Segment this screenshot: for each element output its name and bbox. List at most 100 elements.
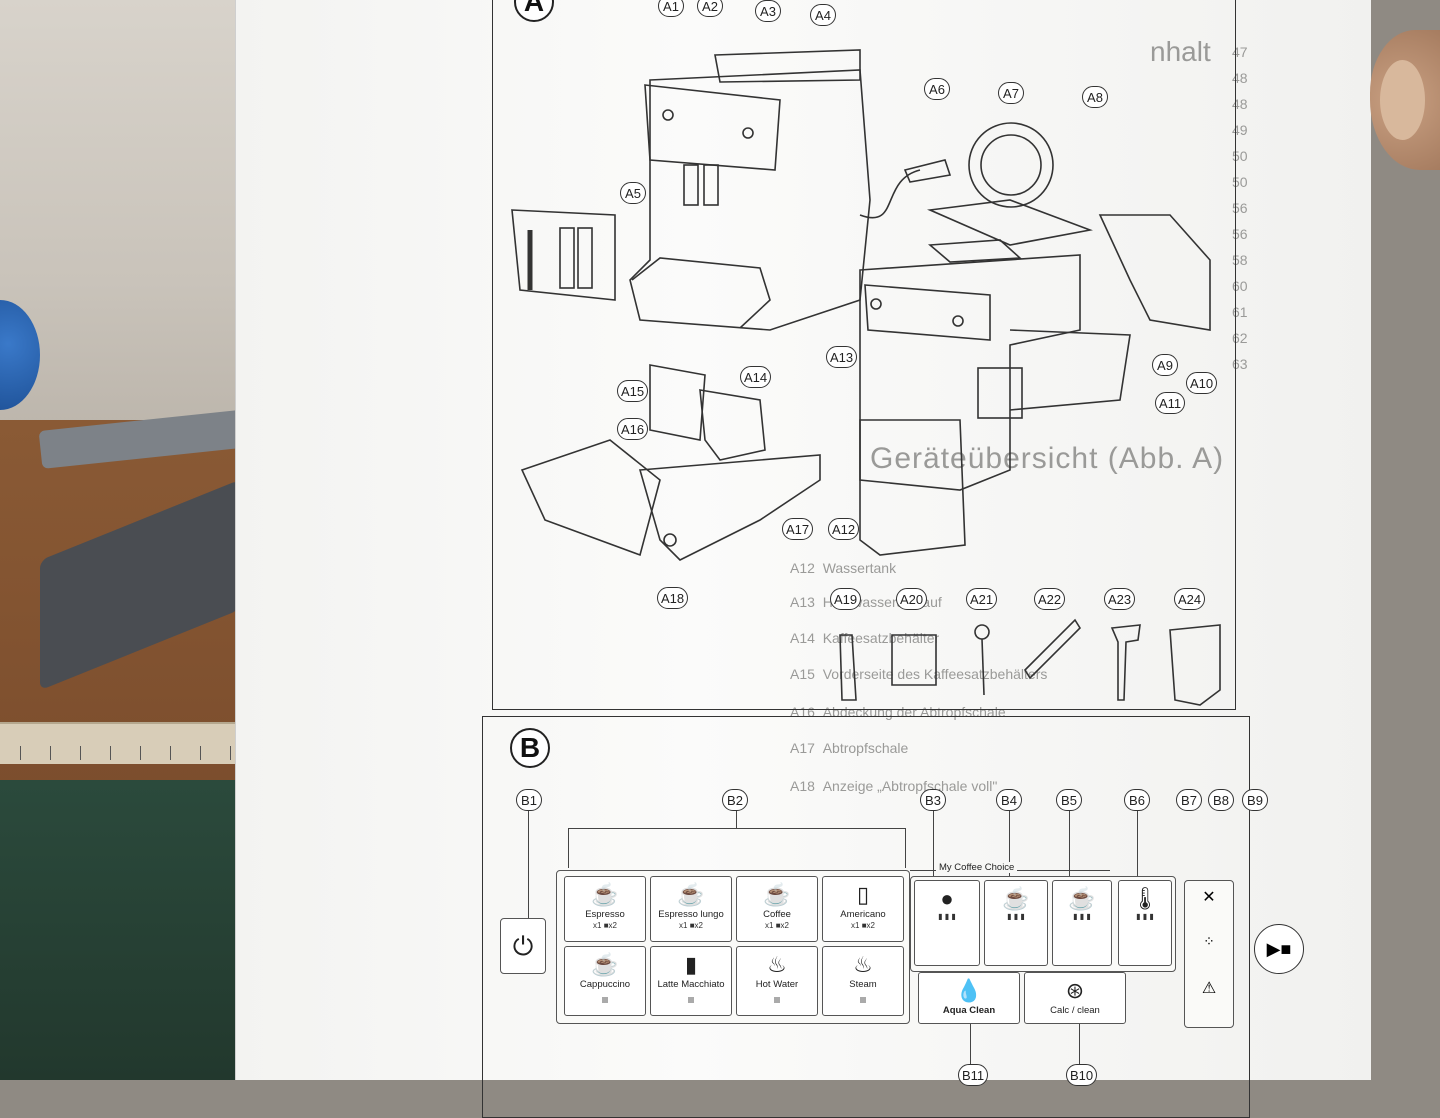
callout-a8: A8 <box>1082 86 1108 108</box>
b2-bracket <box>568 828 906 829</box>
callout-a3: A3 <box>755 0 781 22</box>
hot-water-icon: ♨ <box>767 952 787 977</box>
callout-b9: B9 <box>1242 789 1268 811</box>
latte-glass-icon: ▮ <box>684 952 698 977</box>
hot-water-button[interactable]: ♨ Hot Water <box>736 946 818 1016</box>
figure-a-frame <box>492 0 1236 710</box>
b10-leader <box>1079 1024 1080 1064</box>
b1-leader <box>528 811 529 918</box>
callout-a20: A20 <box>896 588 928 610</box>
mug-icon: ▯ <box>856 882 870 907</box>
callout-a19: A19 <box>830 588 862 610</box>
thermometer-icon: 🌡 <box>1131 886 1159 911</box>
callout-a18: A18 <box>657 587 689 609</box>
callout-a24: A24 <box>1174 588 1206 610</box>
power-button[interactable]: ⏻ <box>500 918 546 974</box>
callout-a17: A17 <box>782 518 814 540</box>
ghost-row: A17 Abtropfschale <box>790 740 909 756</box>
bean-icon: ● <box>940 886 954 911</box>
ghost-heading: Geräteübersicht (Abb. A) <box>870 442 1225 475</box>
callout-a9: A9 <box>1152 354 1178 376</box>
desk-mat <box>0 780 260 1080</box>
calc-clean-button[interactable]: ⊛ Calc / clean <box>1024 972 1126 1024</box>
b3-leader <box>933 811 934 881</box>
b2-bracket-right <box>905 828 906 868</box>
b5-leader <box>1069 811 1070 881</box>
callout-a2: A2 <box>697 0 723 17</box>
thumbnail <box>1380 60 1425 140</box>
callout-a21: A21 <box>966 588 998 610</box>
coffee-cup-icon: ☕ <box>763 882 791 907</box>
indicator-light <box>860 997 866 1003</box>
indicator-light <box>774 997 780 1003</box>
callout-a14: A14 <box>740 366 772 388</box>
milk-quantity-button[interactable]: ☕ ▮ ▮ ▮ <box>1052 880 1112 966</box>
calc-clean-icon: ⊛ <box>1065 978 1085 1003</box>
callout-a22: A22 <box>1034 588 1066 610</box>
callout-a12: A12 <box>828 518 860 540</box>
my-coffee-choice-label: My Coffee Choice <box>936 862 1018 873</box>
coffee-cup-icon: ☕ <box>677 882 705 907</box>
indicator-light <box>602 997 608 1003</box>
callout-b4: B4 <box>996 789 1022 811</box>
cappuccino-icon: ☕ <box>591 952 619 977</box>
espresso-lungo-button[interactable]: ☕ Espresso lungo x1 ■x2 <box>650 876 732 942</box>
wall-background <box>0 0 260 470</box>
ghost-row: A12 Wassertank <box>790 560 897 576</box>
status-indicators: ✕ ⁘ ⚠ <box>1184 880 1234 1028</box>
callout-a16: A16 <box>617 418 649 440</box>
callout-a10: A10 <box>1186 372 1218 394</box>
callout-a7: A7 <box>998 82 1024 104</box>
b2-leader <box>736 811 737 829</box>
cappuccino-icon: ☕ <box>1068 886 1096 911</box>
power-icon: ⏻ <box>512 931 534 961</box>
callout-b2: B2 <box>722 789 748 811</box>
callout-a23: A23 <box>1104 588 1136 610</box>
callout-b10: B10 <box>1066 1064 1098 1086</box>
ghost-title: nhalt <box>1150 36 1211 67</box>
coffee-button[interactable]: ☕ Coffee x1 ■x2 <box>736 876 818 942</box>
callout-b6: B6 <box>1124 789 1150 811</box>
callout-a1: A1 <box>658 0 684 17</box>
warning-icon: ⚠ <box>1201 980 1217 997</box>
callout-a11: A11 <box>1155 392 1186 414</box>
callout-a13: A13 <box>826 346 858 368</box>
coffee-cup-icon: ☕ <box>1002 886 1030 911</box>
callout-a4: A4 <box>810 4 836 26</box>
callout-b11: B11 <box>958 1064 989 1086</box>
steam-button[interactable]: ♨ Steam <box>822 946 904 1016</box>
callout-b1: B1 <box>516 789 542 811</box>
espresso-button[interactable]: ☕ Espresso x1 ■x2 <box>564 876 646 942</box>
b6-leader <box>1137 811 1138 881</box>
b2-bracket-left <box>568 828 569 868</box>
ghost-row: A18 Anzeige „Abtropfschale voll" <box>790 778 998 794</box>
callout-a6: A6 <box>924 78 950 100</box>
indicator-light <box>688 997 694 1003</box>
callout-b7: B7 <box>1176 789 1202 811</box>
cappuccino-button[interactable]: ☕ Cappuccino <box>564 946 646 1016</box>
figure-b-letter: B <box>510 728 550 768</box>
aqua-clean-button[interactable]: 💧 Aqua Clean <box>918 972 1020 1024</box>
b11-leader <box>970 1024 971 1064</box>
coffee-grounds-icon: ⁘ <box>1203 933 1215 949</box>
aquaclean-icon: 💧 <box>955 978 983 1003</box>
ghost-row: A15 Vorderseite des Kaffeesatzbehälters <box>790 666 1048 682</box>
callout-b5: B5 <box>1056 789 1082 811</box>
start-stop-button[interactable]: ▶■ <box>1254 924 1304 974</box>
coffee-quantity-button[interactable]: ☕ ▮ ▮ ▮ <box>984 880 1048 966</box>
b4-leader <box>1009 811 1010 881</box>
play-pause-icon: ▶■ <box>1266 939 1292 959</box>
no-beans-icon: ✕ <box>1202 889 1216 906</box>
temperature-button[interactable]: 🌡 ▮ ▮ ▮ <box>1118 880 1172 966</box>
appliance-drawings <box>511 49 1221 706</box>
callout-b3: B3 <box>920 789 946 811</box>
ruler <box>0 722 250 764</box>
steam-icon: ♨ <box>853 952 873 977</box>
americano-button[interactable]: ▯ Americano x1 ■x2 <box>822 876 904 942</box>
aroma-strength-button[interactable]: ● ▮ ▮ ▮ <box>914 880 980 966</box>
coffee-cup-icon: ☕ <box>591 882 619 907</box>
callout-a15: A15 <box>617 380 649 402</box>
latte-macchiato-button[interactable]: ▮ Latte Macchiato <box>650 946 732 1016</box>
callout-a5: A5 <box>620 182 646 204</box>
callout-b8: B8 <box>1208 789 1234 811</box>
